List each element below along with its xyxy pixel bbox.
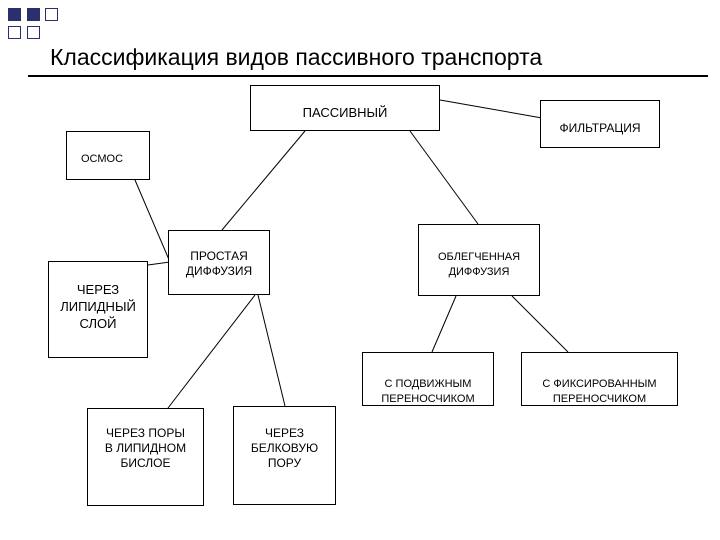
node-label: ЧЕРЕЗ ПОРЫ В ЛИПИДНОМ БИСЛОЕ xyxy=(104,426,187,470)
connector-line xyxy=(221,130,306,231)
node-mobile-carrier: С ПОДВИЖНЫМ ПЕРЕНОСЧИКОМ xyxy=(362,352,494,406)
decor-square xyxy=(8,8,21,21)
connector-line xyxy=(257,294,286,407)
connector-line xyxy=(511,295,569,353)
node-osmosis: ОСМОС xyxy=(66,131,150,180)
node-label: ОБЛЕГЧЕННАЯ ДИФФУЗИЯ xyxy=(437,251,521,278)
node-fixed-carrier: С ФИКСИРОВАННЫМ ПЕРЕНОСЧИКОМ xyxy=(521,352,678,406)
node-label: ПАССИВНЫЙ xyxy=(302,105,388,120)
connector-line xyxy=(431,295,457,353)
connector-line xyxy=(134,179,171,266)
connector-line xyxy=(167,294,256,409)
decor-square xyxy=(8,26,21,39)
decor-square xyxy=(27,8,40,21)
node-simple-diffusion: ПРОСТАЯ ДИФФУЗИЯ xyxy=(168,230,270,295)
decor-square xyxy=(45,8,58,21)
node-through-bilayer-pores: ЧЕРЕЗ ПОРЫ В ЛИПИДНОМ БИСЛОЕ xyxy=(87,408,204,506)
node-label: ЧЕРЕЗ ЛИПИДНЫЙ СЛОЙ xyxy=(60,282,136,331)
node-through-lipid-layer: ЧЕРЕЗ ЛИПИДНЫЙ СЛОЙ xyxy=(48,261,148,358)
node-label: ЧЕРЕЗ БЕЛКОВУЮ ПОРУ xyxy=(250,426,319,470)
node-label: ПРОСТАЯ ДИФФУЗИЯ xyxy=(185,249,253,278)
node-passive: ПАССИВНЫЙ xyxy=(250,85,440,131)
node-facilitated-diffusion: ОБЛЕГЧЕННАЯ ДИФФУЗИЯ xyxy=(418,224,540,296)
decor-square xyxy=(27,26,40,39)
node-label: С ФИКСИРОВАННЫМ ПЕРЕНОСЧИКОМ xyxy=(542,378,657,405)
connector-line xyxy=(439,99,543,119)
node-label: ОСМОС xyxy=(81,153,124,165)
node-filtration: ФИЛЬТРАЦИЯ xyxy=(540,100,660,148)
page-title: Классификация видов пассивного транспорт… xyxy=(50,44,543,70)
title-divider xyxy=(28,75,708,77)
node-label: ФИЛЬТРАЦИЯ xyxy=(559,121,641,135)
connector-line xyxy=(409,130,479,225)
node-through-protein-pore: ЧЕРЕЗ БЕЛКОВУЮ ПОРУ xyxy=(233,406,336,505)
node-label: С ПОДВИЖНЫМ ПЕРЕНОСЧИКОМ xyxy=(381,378,475,405)
